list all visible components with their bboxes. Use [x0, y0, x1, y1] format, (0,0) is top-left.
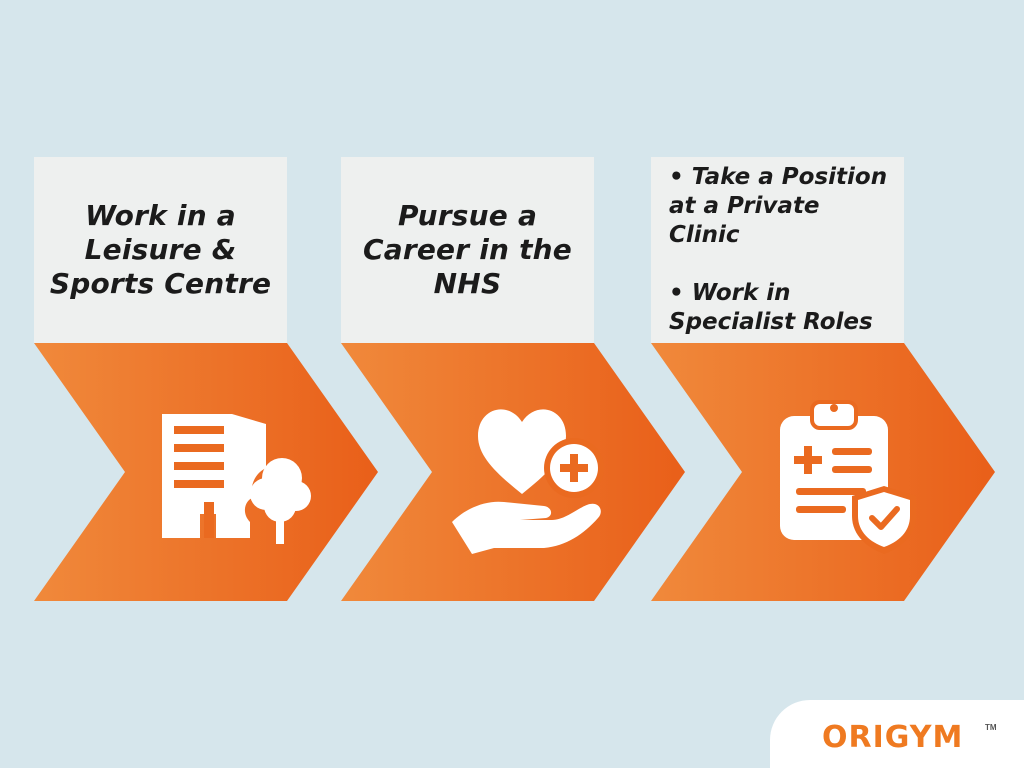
step-2-title: Pursue a Career in the NHS [363, 199, 572, 300]
heart-hand-plus-icon [448, 396, 618, 556]
step-3-card: • Take a Position at a Private Clinic • … [651, 157, 904, 343]
step-3-item-1: • Take a Position at a Private Clinic [669, 164, 888, 248]
step-1-card: Work in a Leisure & Sports Centre [34, 157, 287, 343]
clipboard-shield-icon [776, 396, 926, 556]
step-2-card: Pursue a Career in the NHS [341, 157, 594, 343]
logo-panel [770, 700, 1024, 768]
step-1-title: Work in a Leisure & Sports Centre [49, 199, 272, 300]
step-3-list: • Take a Position at a Private Clinic • … [651, 163, 904, 337]
origym-logo: ORIGYM [822, 720, 964, 755]
trademark-symbol: TM [985, 723, 997, 732]
building-tree-icon [158, 406, 312, 546]
step-3-item-2: • Work in Specialist Roles [669, 280, 873, 335]
